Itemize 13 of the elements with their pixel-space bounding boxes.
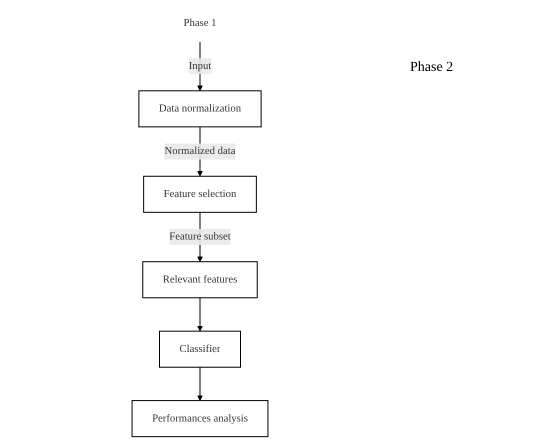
edge-label: Input — [188, 60, 212, 72]
edge-label: Feature subset — [169, 231, 231, 242]
node-box: Classifier — [159, 330, 241, 368]
arrow — [197, 366, 203, 401]
arrow — [197, 297, 203, 332]
node-box: Performances analysis — [132, 400, 268, 438]
node-box: Feature selection — [143, 176, 257, 213]
edge-label: Normalized data — [164, 146, 236, 157]
arrow — [197, 40, 203, 92]
node-box: Relevant features — [142, 261, 258, 298]
node-box: Data normalization — [138, 90, 262, 128]
phase-label: Phase 2 — [410, 60, 454, 76]
node-text: Phase 1 — [184, 17, 216, 29]
